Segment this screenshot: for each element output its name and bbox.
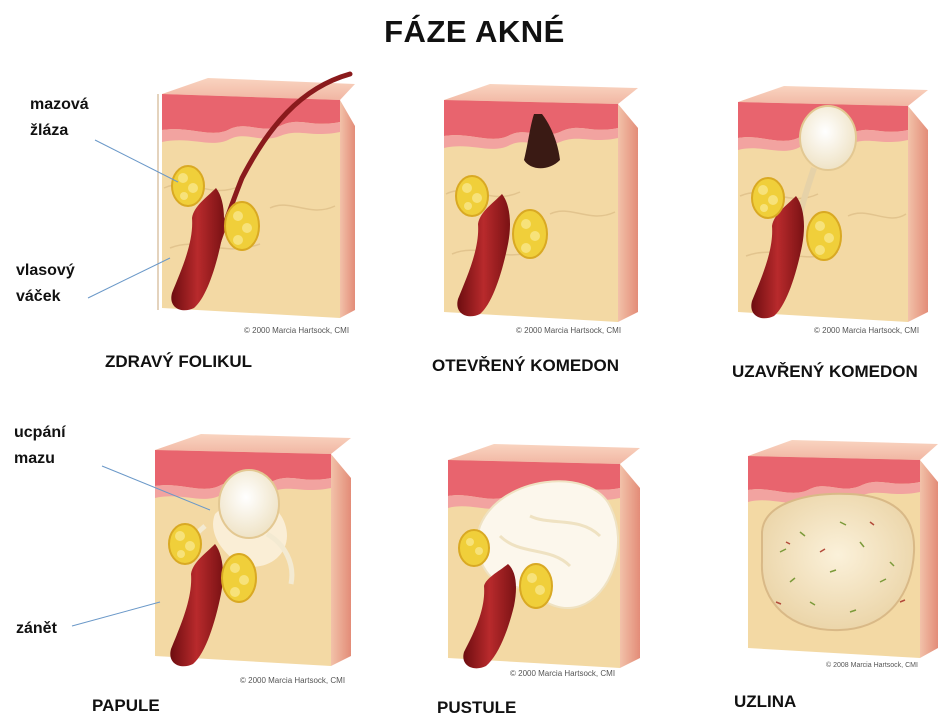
leader-sebum-plug (102, 466, 210, 510)
leader-hair-follicle (88, 258, 170, 298)
leader-sebaceous-gland (95, 140, 178, 182)
leader-inflammation (72, 602, 160, 626)
